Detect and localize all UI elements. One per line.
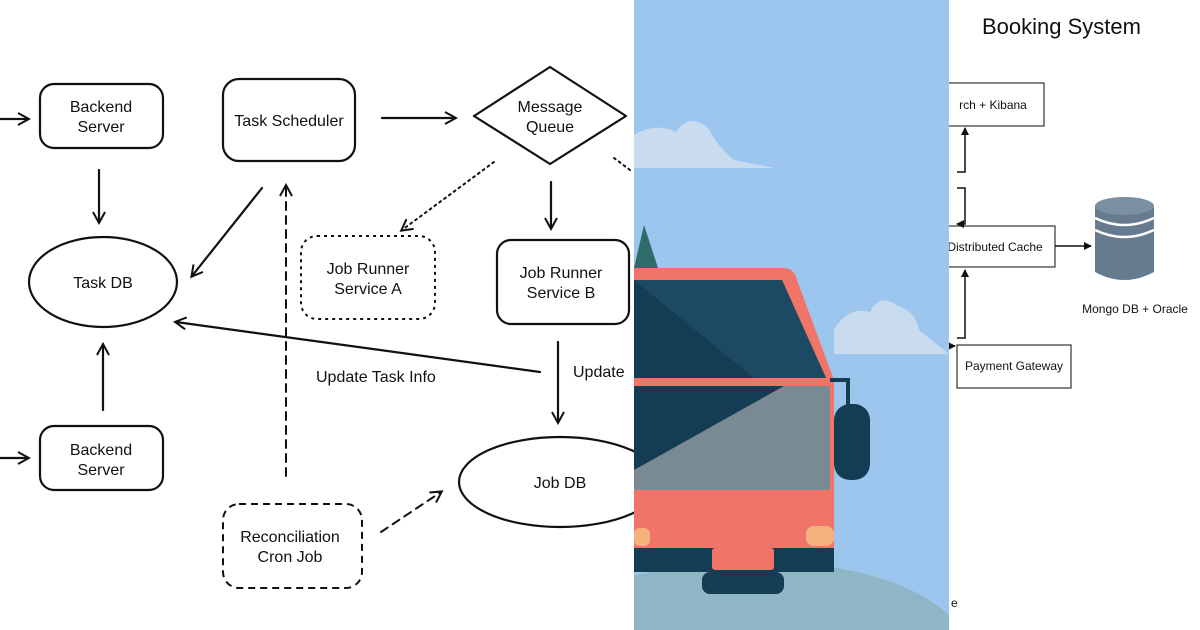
distributed-cache-label: Distributed Cache (949, 240, 1043, 254)
bus-illustration (634, 0, 949, 630)
edge-update-task-info (176, 322, 542, 374)
job-runner-a-label-1: Job Runner (327, 261, 410, 278)
footer-fragment: e (951, 596, 958, 610)
booking-system-title: Booking System (982, 14, 1141, 39)
tree (634, 225, 658, 268)
backend-server-bottom-node: Backend Server (38, 424, 165, 492)
cloud-right (834, 300, 949, 354)
edge-label-update: Update (573, 364, 625, 381)
job-db-label: Job DB (534, 475, 586, 492)
message-queue-label-1: Message (518, 99, 583, 116)
backend-server-bottom-label-1: Backend (70, 442, 132, 459)
backend-server-top-node: Backend Server (38, 82, 165, 150)
job-scheduler-diagram: Backend Server Task Scheduler Message Qu… (0, 65, 634, 589)
booking-diagram-canvas: rch + Kibana Distributed Cache Payment G… (949, 82, 1188, 610)
job-runner-b-label-1: Job Runner (520, 265, 603, 282)
payment-gateway-box: Payment Gateway (956, 344, 1072, 389)
connector-cache (957, 269, 969, 339)
payment-gateway-label: Payment Gateway (965, 359, 1063, 373)
job-runner-b-node: Job Runner Service B (495, 238, 631, 326)
edge-label-update-task-info: Update Task Info (316, 369, 436, 386)
connector-search (957, 127, 969, 173)
backend-server-top-label-2: Server (77, 119, 125, 136)
reconciliation-label-1: Reconciliation (240, 529, 340, 546)
task-db-node: Task DB (27, 235, 179, 329)
backend-server-top-label-1: Backend (70, 99, 132, 116)
edge-scheduler-to-taskdb (192, 186, 264, 276)
bus (634, 268, 870, 594)
edge-queue-offpanel (613, 157, 631, 171)
database-label: Mongo DB + Oracle (1082, 302, 1188, 316)
backend-server-bottom-label-2: Server (77, 462, 125, 479)
search-kibana-label: rch + Kibana (959, 98, 1027, 112)
database-cylinder-icon (1094, 197, 1155, 280)
booking-system-diagram: Booking System rch + Kibana Distributed … (949, 0, 1200, 630)
connector-mid (956, 187, 966, 228)
edge-queue-to-runner-a (402, 161, 495, 230)
search-kibana-box: rch + Kibana (949, 82, 1045, 127)
reconciliation-label-2: Cron Job (258, 549, 323, 566)
diagram-edges (0, 118, 631, 533)
scheduler-diagram-canvas: Backend Server Task Scheduler Message Qu… (0, 65, 634, 589)
job-runner-b-label-2: Service B (527, 285, 595, 302)
task-scheduler-node: Task Scheduler (221, 77, 357, 163)
task-scheduler-label: Task Scheduler (234, 113, 344, 130)
cloud-left (634, 120, 774, 168)
bus-illustration-canvas (634, 0, 949, 630)
distributed-cache-box: Distributed Cache (949, 225, 1056, 268)
edge-cron-to-jobdb (380, 492, 441, 533)
job-runner-a-node: Job Runner Service A (300, 235, 436, 320)
job-runner-a-label-2: Service A (334, 281, 402, 298)
message-queue-node: Message Queue (472, 65, 628, 166)
reconciliation-cron-node: Reconciliation Cron Job (222, 503, 363, 589)
task-db-label: Task DB (73, 275, 133, 292)
booking-connectors (949, 127, 1092, 350)
message-queue-label-2: Queue (526, 119, 574, 136)
job-db-node: Job DB (457, 435, 634, 529)
